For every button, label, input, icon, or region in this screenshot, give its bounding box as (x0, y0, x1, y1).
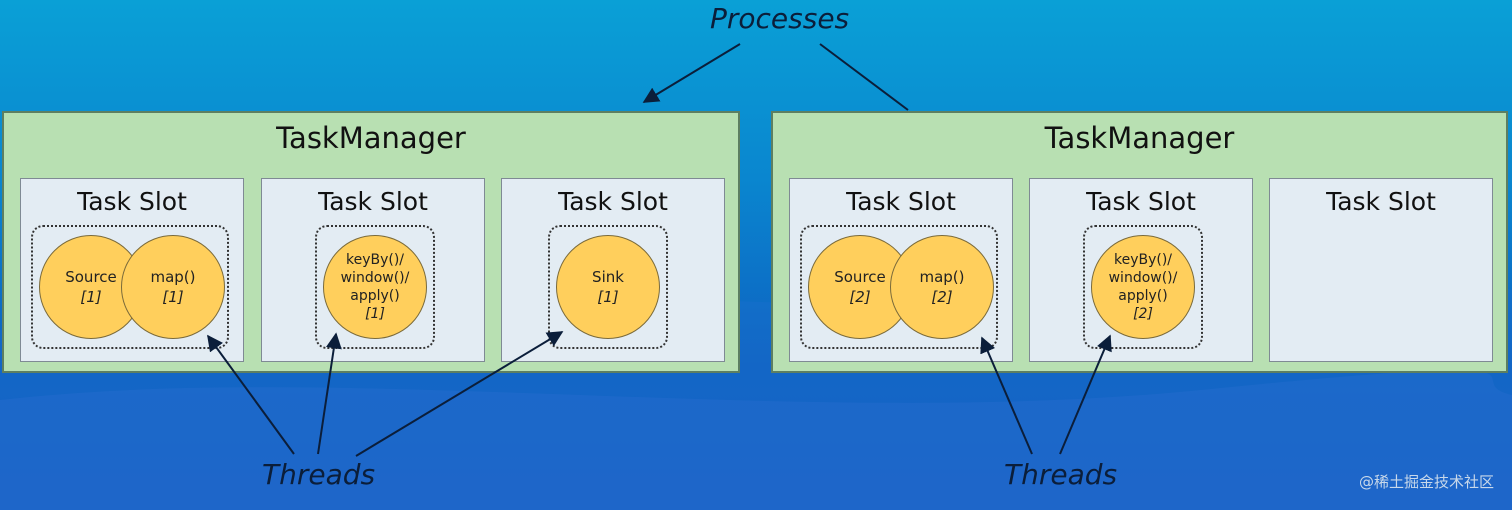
thread-group (315, 225, 435, 349)
operator-name: Source (65, 268, 117, 286)
operator-index: [2] (1133, 306, 1153, 322)
task-manager-2: TaskManager Task Slot Source [2] map() [… (771, 111, 1508, 373)
operator-name: Source (834, 268, 886, 286)
arrow-thread-1 (207, 334, 295, 455)
thread-group (31, 225, 229, 349)
threads-label-left: Threads (262, 458, 376, 491)
operator-name: keyBy()/ window()/ apply() (1108, 252, 1178, 304)
task-manager-title: TaskManager (276, 121, 466, 155)
operator-name: map() (919, 268, 965, 286)
task-slot-empty: Task Slot (1269, 178, 1493, 362)
operator-index: [2] (849, 288, 871, 306)
task-slot: Task Slot keyBy()/ window()/ apply() [1] (261, 178, 485, 362)
task-slot: Task Slot Sink [1] (501, 178, 725, 362)
operator-sink: Sink [1] (556, 235, 660, 339)
arrow-thread-4 (980, 336, 1033, 455)
operator-index: [1] (365, 306, 385, 322)
operator-map: map() [1] (121, 235, 225, 339)
processes-label: Processes (710, 2, 850, 35)
thread-group (800, 225, 998, 349)
threads-label-right: Threads (1004, 458, 1118, 491)
operator-keyby-window-apply: keyBy()/ window()/ apply() [1] (323, 235, 427, 339)
task-slot-title: Task Slot (558, 187, 668, 216)
task-slot-title: Task Slot (1326, 187, 1436, 216)
arrow-thread-2 (317, 332, 342, 455)
operator-index: [1] (162, 288, 184, 306)
operator-index: [1] (597, 288, 619, 306)
watermark: @稀土掘金技术社区 (1358, 473, 1494, 491)
task-slot: Task Slot Source [1] map() [1] (20, 178, 244, 362)
arrow-processes-to-tm1 (642, 43, 741, 103)
line-processes-to-tm2 (819, 43, 909, 111)
task-slot-title: Task Slot (1086, 187, 1196, 216)
task-slot: Task Slot keyBy()/ window()/ apply() [2] (1029, 178, 1253, 362)
thread-group (548, 225, 668, 349)
operator-name: keyBy()/ window()/ apply() (340, 252, 410, 304)
task-manager-title: TaskManager (1044, 121, 1235, 155)
operator-index: [1] (80, 288, 102, 306)
operator-name: Sink (592, 268, 624, 286)
thread-group (1083, 225, 1203, 349)
arrow-thread-5 (1059, 334, 1112, 455)
operator-index: [2] (931, 288, 953, 306)
operator-name: map() (150, 268, 196, 286)
task-slot-title: Task Slot (77, 187, 187, 216)
arrow-thread-3 (355, 331, 564, 457)
operator-keyby-window-apply: keyBy()/ window()/ apply() [2] (1091, 235, 1195, 339)
task-manager-1: TaskManager Task Slot Source [1] map() [… (2, 111, 740, 373)
task-slot: Task Slot Source [2] map() [2] (789, 178, 1013, 362)
task-slot-title: Task Slot (318, 187, 428, 216)
operator-map: map() [2] (890, 235, 994, 339)
task-slot-title: Task Slot (846, 187, 956, 216)
